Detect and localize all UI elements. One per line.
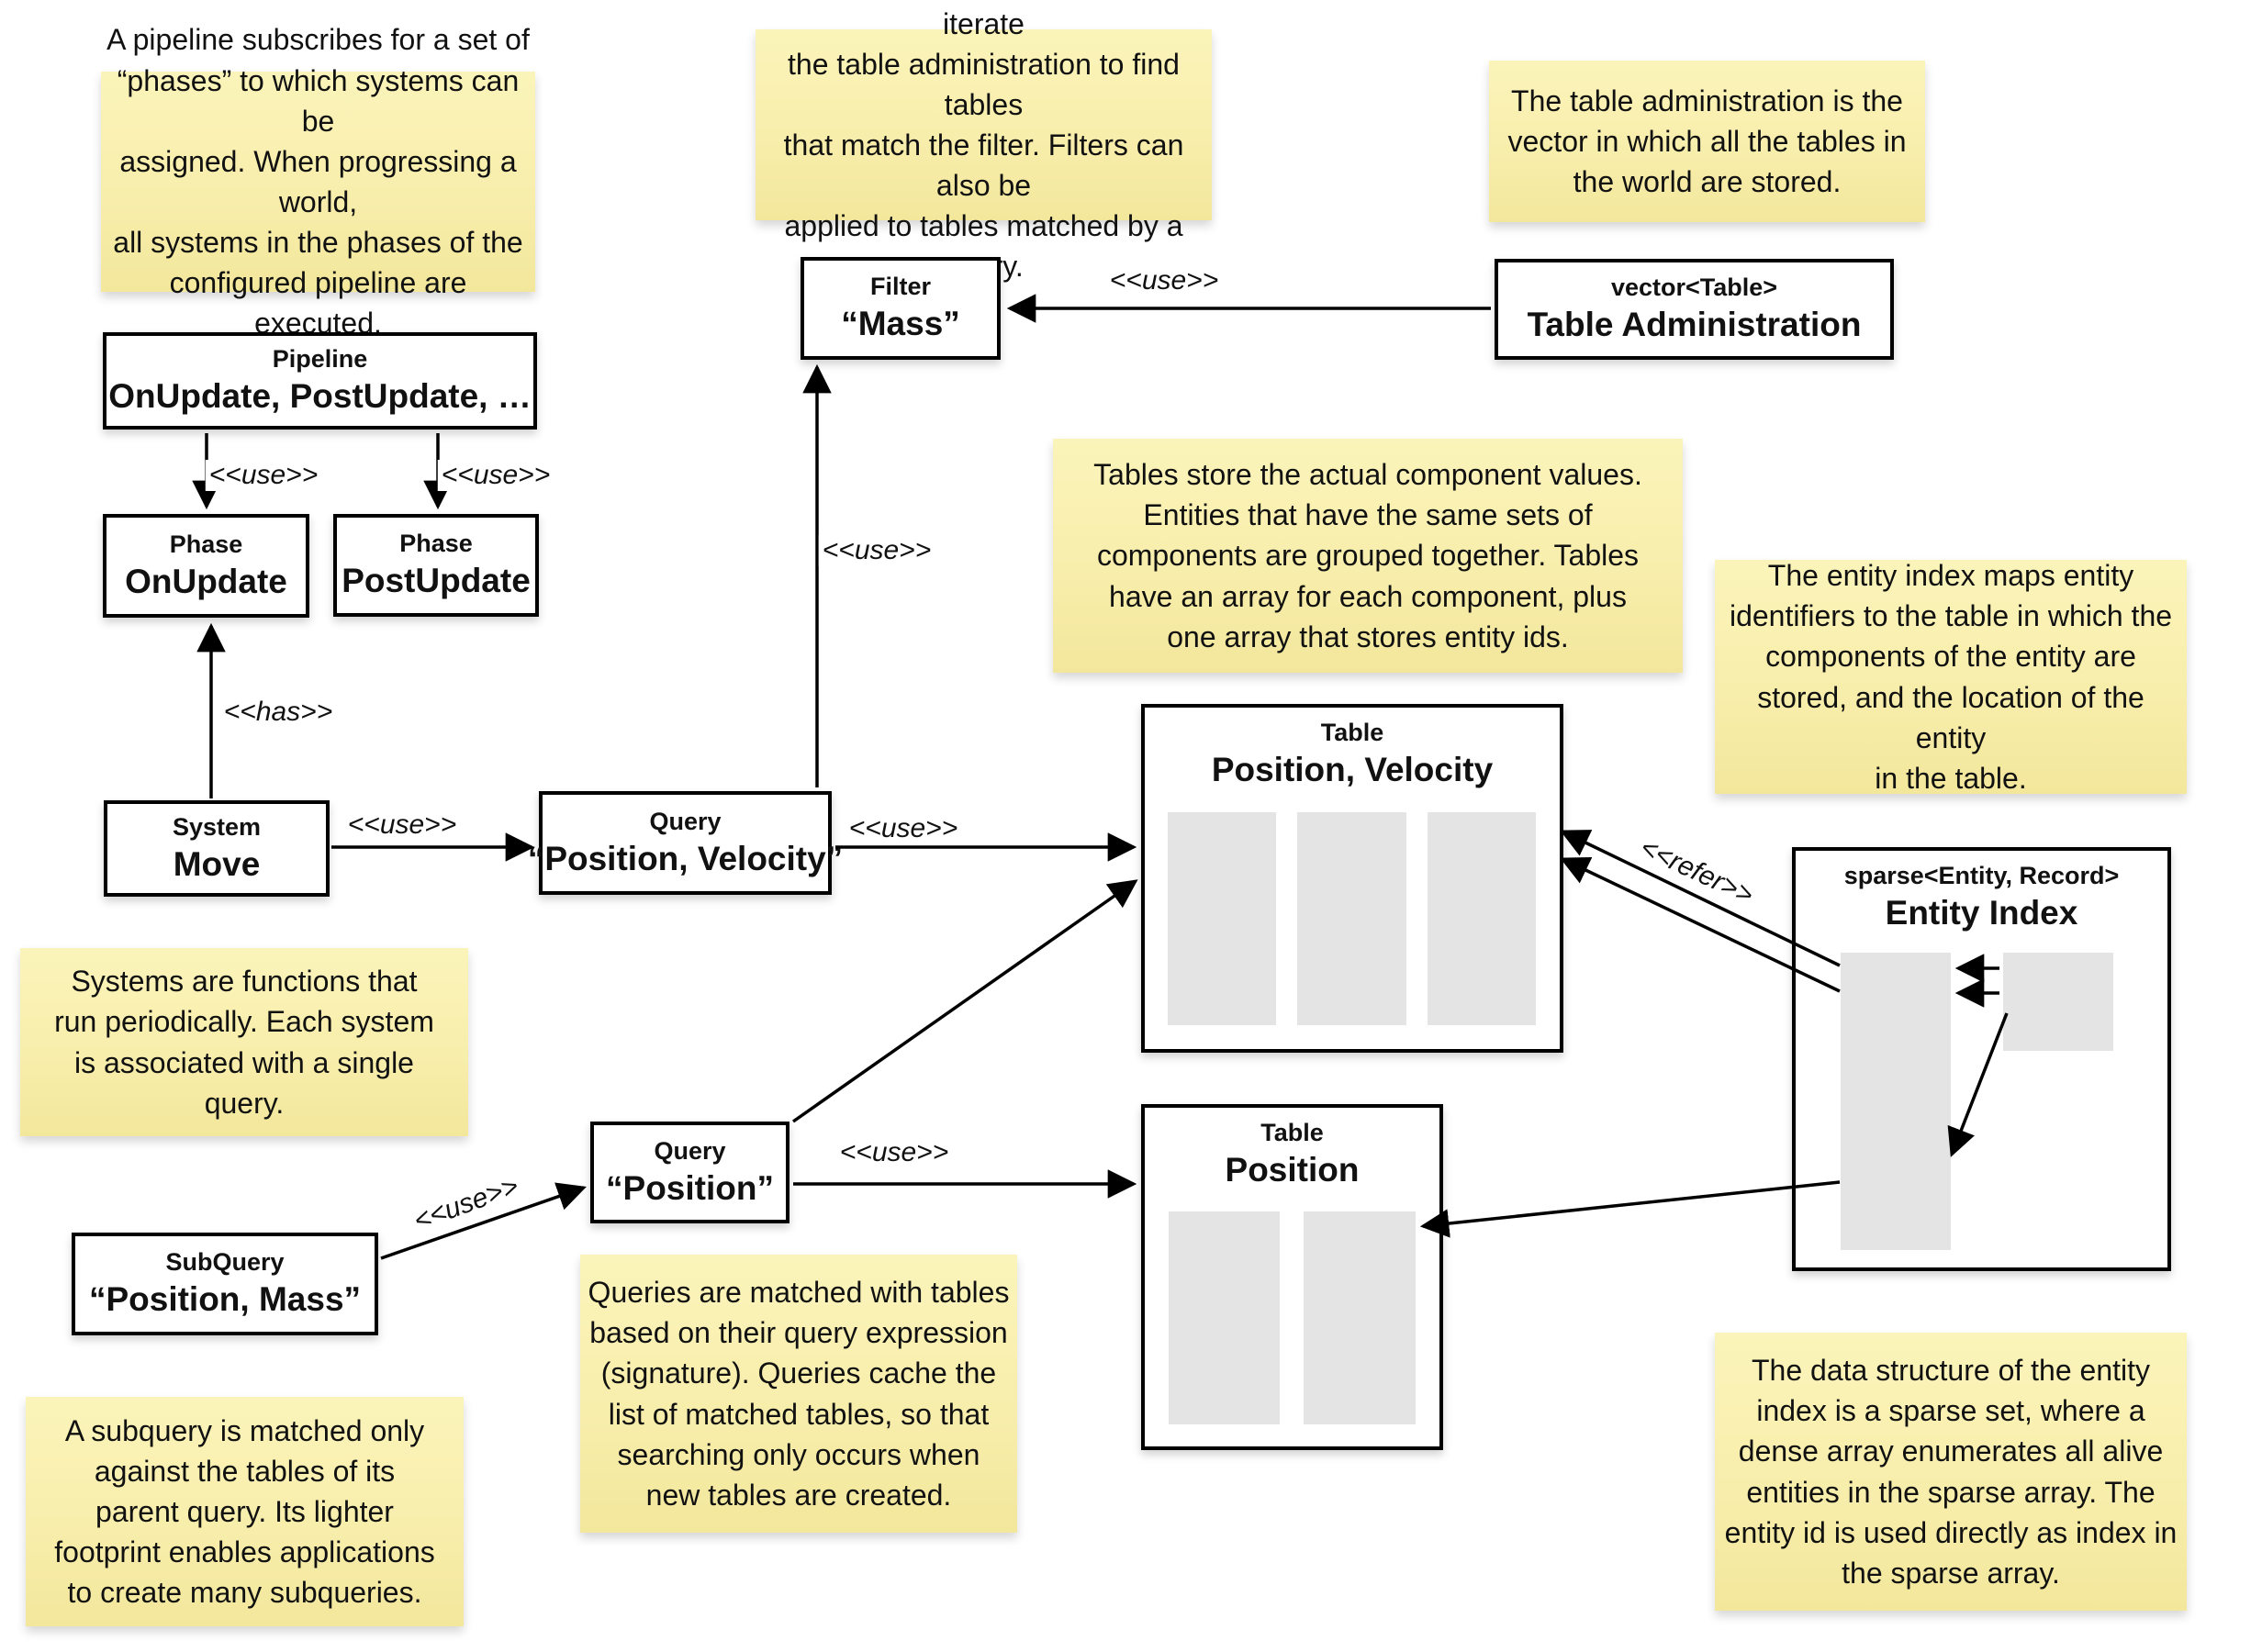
box-subquery-position-mass: SubQuery “Position, Mass” (72, 1233, 378, 1335)
box-entity-index: sparse<Entity, Record> Entity Index (1792, 847, 2171, 1271)
note-subquery-text: A subquery is matched only against the t… (54, 1413, 435, 1610)
box-table-administration: vector<Table> Table Administration (1495, 259, 1894, 360)
box-table-position-velocity: Table Position, Velocity (1141, 704, 1563, 1053)
component-array-1 (1168, 812, 1276, 1025)
box-pipeline-stereotype: Pipeline (272, 345, 368, 374)
box-filter-mass-name: “Mass” (841, 305, 960, 343)
edge-label-has-system-phase: <<has>> (219, 697, 337, 728)
box-system-move: System Move (104, 800, 330, 897)
box-table-position-velocity-name: Position, Velocity (1211, 751, 1494, 789)
note-queries: Queries are matched with tables based on… (580, 1255, 1017, 1533)
note-pipeline: A pipeline subscribes for a set of “phas… (101, 23, 535, 340)
edge-label-use-system-query: <<use>> (343, 809, 461, 841)
note-tables: Tables store the actual component values… (1053, 439, 1683, 673)
note-entity-index: The entity index maps entity identifiers… (1715, 559, 2187, 795)
box-query-position-velocity-stereotype: Query (649, 807, 722, 835)
box-pipeline-name: OnUpdate, PostUpdate, … (108, 377, 532, 416)
box-phase-onupdate-name: OnUpdate (125, 562, 287, 600)
box-query-position-name: “Position” (606, 1168, 774, 1207)
component-array-3 (1428, 812, 1536, 1025)
edge-entityindex-to-tableposition (1419, 1180, 1841, 1238)
note-filters: Filters are stateless objects that itera… (756, 7, 1212, 283)
box-subquery-position-mass-stereotype: SubQuery (165, 1248, 285, 1277)
box-pipeline: Pipeline OnUpdate, PostUpdate, … (103, 332, 537, 430)
note-tables-text: Tables store the actual component values… (1093, 458, 1642, 653)
note-pipeline-text: A pipeline subscribes for a set of “phas… (106, 23, 530, 340)
sparse-array (1841, 953, 1951, 1250)
note-systems: Systems are functions that run periodica… (20, 948, 468, 1136)
note-sparse-set: The data structure of the entity index i… (1715, 1333, 2187, 1611)
box-phase-onupdate-stereotype: Phase (169, 530, 243, 558)
note-table-administration-text: The table administration is the vector i… (1507, 84, 1907, 199)
note-queries-text: Queries are matched with tables based on… (588, 1276, 1010, 1512)
box-table-position-velocity-stereotype: Table (1320, 719, 1384, 746)
note-subquery: A subquery is matched only against the t… (26, 1397, 464, 1626)
box-table-administration-name: Table Administration (1527, 306, 1862, 344)
note-systems-text: Systems are functions that run periodica… (54, 965, 434, 1120)
edge-label-use-queryposition-tableposition: <<use>> (835, 1137, 953, 1168)
edge-label-use-subquery-query: <<use>> (409, 1170, 523, 1237)
note-table-administration: The table administration is the vector i… (1489, 61, 1925, 222)
box-query-position-velocity: Query “Position, Velocity” (528, 791, 843, 895)
note-sparse-set-text: The data structure of the entity index i… (1724, 1354, 2178, 1590)
edge-label-use-query-filter: <<use>> (818, 535, 935, 566)
box-entity-index-stereotype: sparse<Entity, Record> (1843, 862, 2120, 889)
box-table-position: Table Position (1141, 1104, 1443, 1450)
box-phase-postupdate: Phase PostUpdate (333, 514, 539, 617)
box-system-move-name: Move (173, 844, 261, 883)
edge-label-use-querypv-tablepv: <<use>> (845, 813, 962, 844)
box-table-position-name: Position (1225, 1151, 1360, 1189)
edge-label-use-pipeline-onupdate: <<use>> (205, 460, 322, 491)
note-entity-index-text: The entity index maps entity identifiers… (1729, 559, 2173, 795)
box-filter-mass: Filter “Mass” (801, 257, 1001, 360)
edge-label-refer-entityindex-table: <<refer>> (1635, 832, 1758, 911)
component-array-position-2 (1304, 1211, 1416, 1424)
box-phase-postupdate-stereotype: Phase (399, 530, 473, 558)
box-phase-onupdate: Phase OnUpdate (103, 514, 309, 618)
edge-queryposition-to-tablepv (791, 879, 1138, 1123)
note-filters-text: Filters are stateless objects that itera… (783, 6, 1184, 284)
box-query-position-velocity-name: “Position, Velocity” (527, 839, 844, 877)
box-table-position-stereotype: Table (1260, 1119, 1324, 1146)
box-phase-postupdate-name: PostUpdate (342, 562, 531, 600)
edge-label-use-tableadmin-filter: <<use>> (1105, 265, 1223, 296)
box-system-move-stereotype: System (172, 812, 262, 841)
box-query-position: Query “Position” (590, 1122, 789, 1223)
component-array-2 (1297, 812, 1406, 1025)
component-array-position-1 (1169, 1211, 1280, 1424)
box-subquery-position-mass-name: “Position, Mass” (88, 1280, 362, 1319)
edge-label-use-pipeline-postupdate: <<use>> (437, 460, 554, 491)
dense-array (2003, 953, 2113, 1051)
box-filter-mass-stereotype: Filter (869, 273, 931, 301)
box-entity-index-name: Entity Index (1885, 894, 2078, 932)
box-table-administration-stereotype: vector<Table> (1610, 273, 1778, 302)
box-query-position-stereotype: Query (654, 1136, 726, 1165)
